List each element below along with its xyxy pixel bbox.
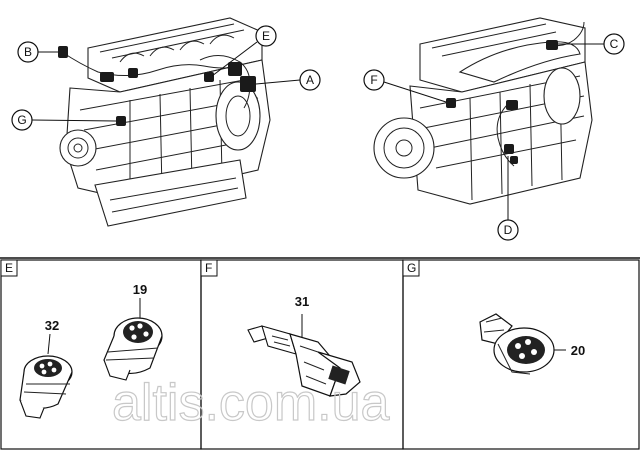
sensor-marker (506, 100, 518, 110)
callout-f: F (363, 69, 447, 103)
svg-text:G: G (17, 113, 26, 127)
sensor-e-marker (204, 72, 214, 82)
callout-c: C (558, 33, 625, 55)
callout-a: A (255, 69, 321, 91)
svg-text:E: E (5, 261, 13, 275)
watermark-text: altis.com.ua (112, 374, 390, 432)
callout-g: G (11, 109, 117, 131)
sensor-c-marker (546, 40, 558, 50)
svg-text:20: 20 (571, 343, 585, 358)
sensor-32: 32 (19, 318, 73, 419)
svg-text:31: 31 (295, 294, 309, 309)
svg-text:B: B (24, 45, 32, 59)
sensor-marker (128, 68, 138, 78)
engine-right-view (373, 17, 593, 205)
sensor-marker (228, 62, 242, 76)
svg-text:F: F (205, 261, 212, 275)
sensor-b-marker (58, 46, 68, 58)
svg-text:G: G (407, 261, 416, 275)
svg-text:32: 32 (45, 318, 59, 333)
svg-text:D: D (504, 223, 513, 237)
svg-text:C: C (610, 37, 619, 51)
callout-d: D (497, 156, 519, 241)
callout-b: B (17, 41, 58, 63)
svg-text:19: 19 (133, 282, 147, 297)
sensor-20: 20 (479, 313, 585, 375)
sensor-31: 31 (247, 294, 361, 397)
sensor-marker (100, 72, 114, 82)
sensor-f-marker (446, 98, 456, 108)
sensor-a-marker (240, 76, 256, 92)
svg-text:E: E (262, 29, 270, 43)
detail-panel-g: G 20 (402, 259, 640, 450)
sensor-d-marker (504, 144, 514, 154)
svg-text:F: F (370, 73, 377, 87)
engine-left-view (58, 17, 271, 227)
callout-e: E (211, 25, 277, 77)
detail-panel-e: E 32 19 (0, 259, 202, 450)
sensor-g-marker (116, 116, 126, 126)
detail-panel-f: F 31 (200, 259, 404, 450)
sensor-marker (510, 156, 518, 164)
sensor-19: 19 (103, 282, 163, 381)
svg-text:A: A (306, 73, 314, 87)
